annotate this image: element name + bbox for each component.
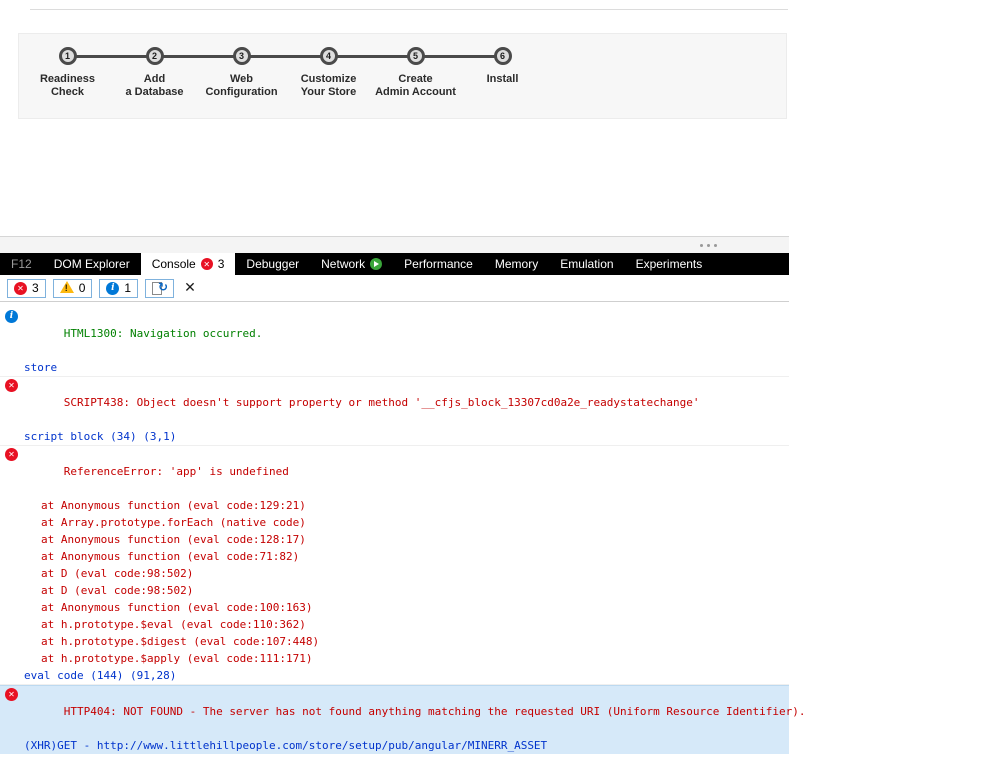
tab-debugger[interactable]: Debugger [246, 257, 300, 271]
console-error-message: ReferenceError: 'app' is undefined [0, 446, 789, 497]
error-icon [14, 281, 27, 295]
filter-errors-button[interactable]: 3 [7, 278, 46, 298]
console-toolbar: 3 0 1 [0, 275, 789, 302]
console-stack-frame: at Anonymous function (eval code:128:17) [41, 533, 306, 546]
console-stack-frame: at h.prototype.$apply (eval code:111:171… [41, 652, 313, 665]
f12-logo: F12 [11, 257, 32, 271]
clear-console-button[interactable] [184, 281, 196, 295]
step-label-line1: Web [229, 73, 253, 85]
console-source-link[interactable]: store [0, 359, 789, 377]
tab-network[interactable]: Network [310, 253, 393, 275]
console-stack-frame: at Anonymous function (eval code:100:163… [41, 601, 313, 614]
console-stack-frame: at Array.prototype.forEach (native code) [41, 516, 306, 529]
console-stack-frame: at Anonymous function (eval code:129:21) [41, 499, 306, 512]
step-label-line2: a Database [125, 86, 184, 98]
step-label-line1: Install [486, 73, 519, 85]
step-label-line1: Create [398, 73, 433, 85]
step-connector-line [67, 55, 503, 58]
clear-on-navigate-button[interactable] [145, 278, 175, 298]
error-count: 3 [32, 281, 39, 295]
resize-grip-icon[interactable] [700, 244, 717, 247]
console-stack-frame: at h.prototype.$digest (eval code:107:44… [41, 635, 320, 648]
error-icon [5, 688, 18, 701]
error-badge-icon [200, 258, 213, 270]
filter-warnings-button[interactable]: 0 [52, 278, 93, 298]
tab-console[interactable]: Console 3 [140, 253, 236, 275]
error-icon [5, 448, 18, 461]
page-divider [30, 9, 788, 10]
step-label-line1: Add [143, 73, 166, 85]
console-info-message: HTML1300: Navigation occurred. [0, 308, 789, 359]
devtools-tab-bar: F12 DOM Explorer Console 3 Debugger Netw… [0, 253, 789, 275]
error-icon [5, 379, 18, 392]
warning-count: 0 [78, 281, 86, 295]
step-label-line2: Check [50, 86, 85, 98]
clear-on-navigate-icon [152, 280, 168, 295]
tab-network-label: Network [321, 257, 366, 271]
console-stack-frame: at h.prototype.$eval (eval code:110:362) [41, 618, 306, 631]
step-label-line1: Readiness [39, 73, 96, 85]
info-count: 1 [124, 281, 132, 295]
step-label-line2: Configuration [205, 86, 278, 98]
devtools-resize-bar[interactable] [0, 236, 789, 253]
tab-console-label: Console [151, 257, 196, 271]
console-message-text: SCRIPT438: Object doesn't support proper… [63, 396, 700, 409]
console-output: HTML1300: Navigation occurred. store SCR… [0, 302, 805, 762]
filter-info-button[interactable]: 1 [99, 278, 139, 298]
console-stack-frame: at D (eval code:98:502) [41, 567, 194, 580]
console-error-message-selected[interactable]: HTTP404: NOT FOUND - The server has not … [0, 685, 805, 737]
step-number-circle: 6 [493, 47, 512, 65]
step-number-circle: 2 [145, 47, 164, 65]
console-source-link[interactable]: script block (34) (3,1) [0, 428, 789, 446]
step-label: Install [487, 73, 519, 86]
step-label-line2: Admin Account [375, 86, 456, 98]
warning-icon [59, 281, 74, 293]
console-error-message: SCRIPT438: Object doesn't support proper… [0, 377, 789, 428]
console-source-link[interactable]: eval code (144) (91,28) [0, 667, 789, 685]
step-number-circle: 5 [406, 47, 425, 65]
tab-dom-explorer[interactable]: DOM Explorer [53, 257, 130, 271]
tab-memory[interactable]: Memory [494, 257, 539, 271]
step-label-line2: Your Store [300, 86, 357, 98]
console-message-text: HTTP404: NOT FOUND - The server has not … [63, 705, 806, 718]
console-stack-frame: at D (eval code:98:502) [41, 584, 194, 597]
console-source-link[interactable]: (XHR)GET - http://www.littlehillpeople.c… [0, 737, 789, 754]
info-icon [5, 310, 18, 323]
network-recording-icon [370, 258, 383, 270]
console-message-text: HTML1300: Navigation occurred. [63, 327, 263, 340]
tab-performance[interactable]: Performance [404, 257, 473, 271]
step-number-circle: 4 [319, 47, 338, 65]
tab-emulation[interactable]: Emulation [560, 257, 614, 271]
console-message-text: ReferenceError: 'app' is undefined [63, 465, 289, 478]
step-number-circle: 1 [58, 47, 77, 65]
step-install: 6 Install [459, 47, 546, 99]
tab-console-error-count: 3 [217, 257, 225, 271]
info-icon [106, 281, 120, 295]
tab-experiments[interactable]: Experiments [635, 257, 703, 271]
step-label-line1: Customize [300, 73, 357, 85]
console-stack-frame: at Anonymous function (eval code:71:82) [41, 550, 300, 563]
step-number-circle: 3 [232, 47, 251, 65]
devtools-panel: F12 DOM Explorer Console 3 Debugger Netw… [0, 236, 805, 762]
